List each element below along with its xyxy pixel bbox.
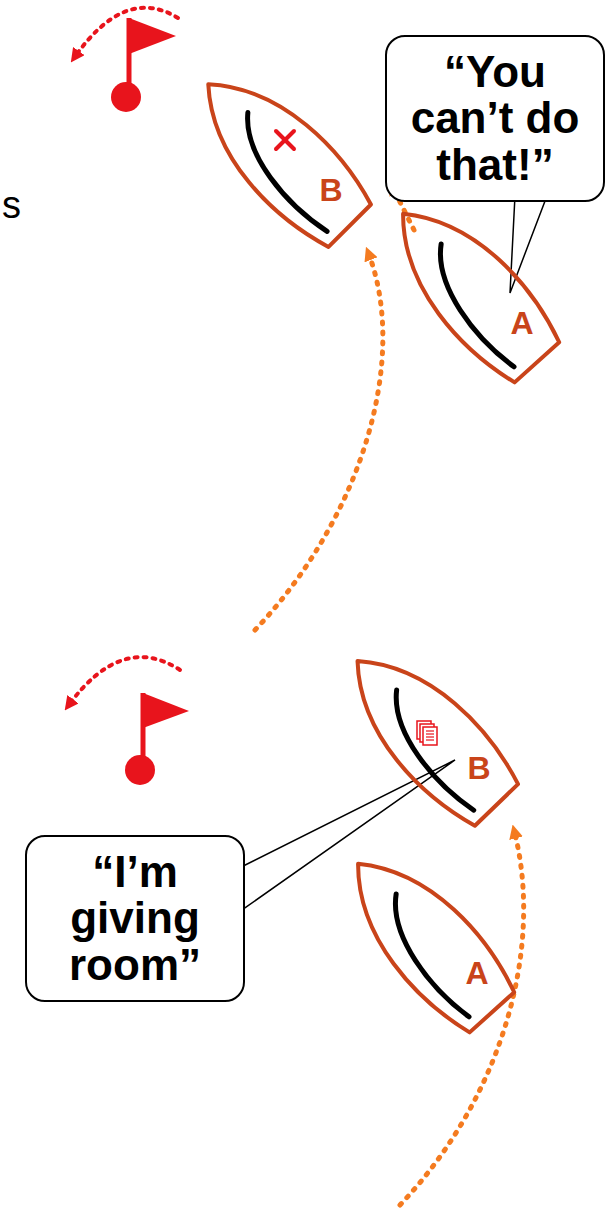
hull (372, 186, 568, 390)
boat-track (400, 830, 524, 1205)
speech-bubble: “I’m giving room” (25, 835, 245, 1002)
page-line (426, 739, 434, 740)
boat-letter: B (319, 174, 342, 206)
boat: A (315, 818, 535, 1058)
hull (327, 836, 523, 1040)
sail (225, 113, 347, 235)
sail (372, 894, 490, 1020)
boat: B (317, 613, 537, 853)
boat-shape (328, 632, 527, 834)
sail (373, 690, 494, 813)
boat-shape (372, 186, 568, 390)
boat-outline (169, 35, 389, 275)
boat-outline (315, 818, 535, 1058)
mark-buoy (125, 755, 155, 785)
boat: B (169, 35, 389, 275)
boat-letter: B (467, 752, 490, 784)
flag (143, 693, 189, 728)
boat: A (360, 168, 580, 408)
boat-outline (317, 613, 537, 853)
hull (179, 55, 379, 255)
boat-letter: A (465, 957, 488, 989)
documents-icon (417, 721, 437, 745)
boat-letter: A (510, 307, 533, 339)
rounding-arc (74, 8, 178, 58)
rounding-arc (68, 657, 180, 706)
boat-outline (360, 168, 580, 408)
boat-shape (179, 55, 379, 255)
page-line (426, 730, 434, 731)
boat-track (255, 252, 383, 630)
page-line (426, 733, 434, 734)
speech-bubble: “You can’t do that!” (385, 35, 605, 202)
mark-buoy (111, 82, 141, 112)
page-line (426, 736, 434, 737)
speech-text: “I’m giving room” (37, 849, 233, 988)
flag (129, 18, 176, 54)
mark-flag (68, 657, 189, 785)
speech-text: “You can’t do that!” (397, 49, 593, 188)
page (423, 727, 437, 745)
cross-stroke (276, 131, 294, 149)
cross-stroke (276, 131, 294, 149)
boat-shape (327, 836, 523, 1040)
mark-flag (74, 8, 178, 112)
partial-text: s (2, 186, 21, 224)
penalty-cross (276, 131, 294, 149)
sail (417, 244, 535, 370)
hull (328, 632, 527, 834)
